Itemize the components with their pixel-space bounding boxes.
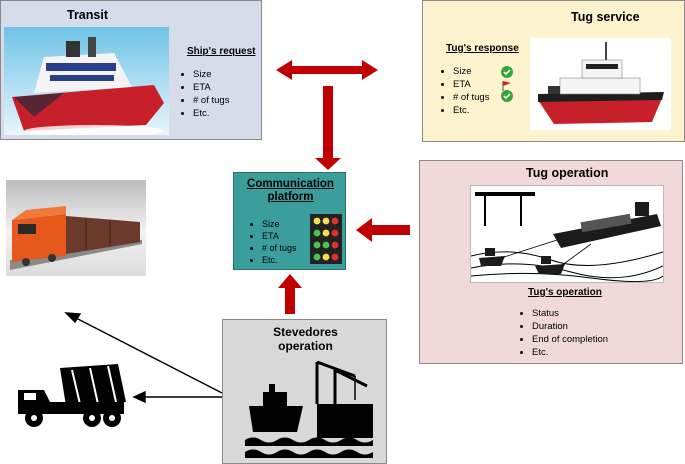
tug-service-title: Tug service <box>571 10 640 24</box>
list-item: # of tugs <box>262 242 297 254</box>
tugs-response-title: Tug's response <box>446 43 519 54</box>
tug-service-box: Tug service Tug's response Size ETA # of… <box>422 0 685 142</box>
ships-request-list: Size ETA # of tugs Etc. <box>179 68 229 120</box>
list-item: End of completion <box>532 333 608 346</box>
list-item: # of tugs <box>193 94 229 107</box>
arrow-to-truck <box>132 390 222 404</box>
list-item: Status <box>532 307 608 320</box>
list-item: ETA <box>453 78 489 91</box>
list-item: Etc. <box>262 254 297 266</box>
port-crane-icon <box>245 360 373 458</box>
icebreaker-ship-image <box>4 27 169 135</box>
list-item: ETA <box>262 230 297 242</box>
list-item: Duration <box>532 320 608 333</box>
concrete-mixer-truck-icon <box>18 364 126 427</box>
communication-title: Communication platform <box>247 178 334 203</box>
list-item: ETA <box>193 81 229 94</box>
arrow-to-communication-from-top <box>315 86 341 170</box>
list-item: # of tugs <box>453 91 489 104</box>
communication-list: Size ETA # of tugs Etc. <box>248 218 297 266</box>
stevedores-operation-box: Stevedores operation <box>222 319 387 464</box>
list-item: Etc. <box>453 104 489 117</box>
status-icons <box>501 66 513 102</box>
transit-box: Transit Ship's request Size ETA # of tug… <box>0 0 262 140</box>
tugs-operation-list: Status Duration End of completion Etc. <box>518 307 608 359</box>
list-item: Etc. <box>193 107 229 120</box>
ships-request-title: Ship's request <box>187 46 256 57</box>
traffic-light-icons <box>310 214 342 264</box>
arrow-from-stevedores <box>278 274 302 314</box>
transit-title: Transit <box>67 8 108 22</box>
tugs-operation-title: Tug's operation <box>528 287 602 298</box>
tug-boat-image <box>530 38 671 130</box>
stevedores-title: Stevedores operation <box>273 325 338 353</box>
list-item: Size <box>193 68 229 81</box>
list-item: Size <box>453 65 489 78</box>
communication-platform-box: Communication platform Size ETA # of tug… <box>233 172 346 270</box>
tugs-response-list: Size ETA # of tugs Etc. <box>439 65 489 117</box>
train-image <box>6 180 146 276</box>
tug-operation-box: Tug operation Tug's operation Status Dur… <box>419 160 683 364</box>
arrow-from-tug-operation <box>356 218 410 242</box>
tug-operation-image <box>470 185 664 283</box>
double-arrow-transit-tug-service <box>276 60 378 80</box>
tug-operation-title: Tug operation <box>526 166 609 180</box>
list-item: Size <box>262 218 297 230</box>
list-item: Etc. <box>532 346 608 359</box>
